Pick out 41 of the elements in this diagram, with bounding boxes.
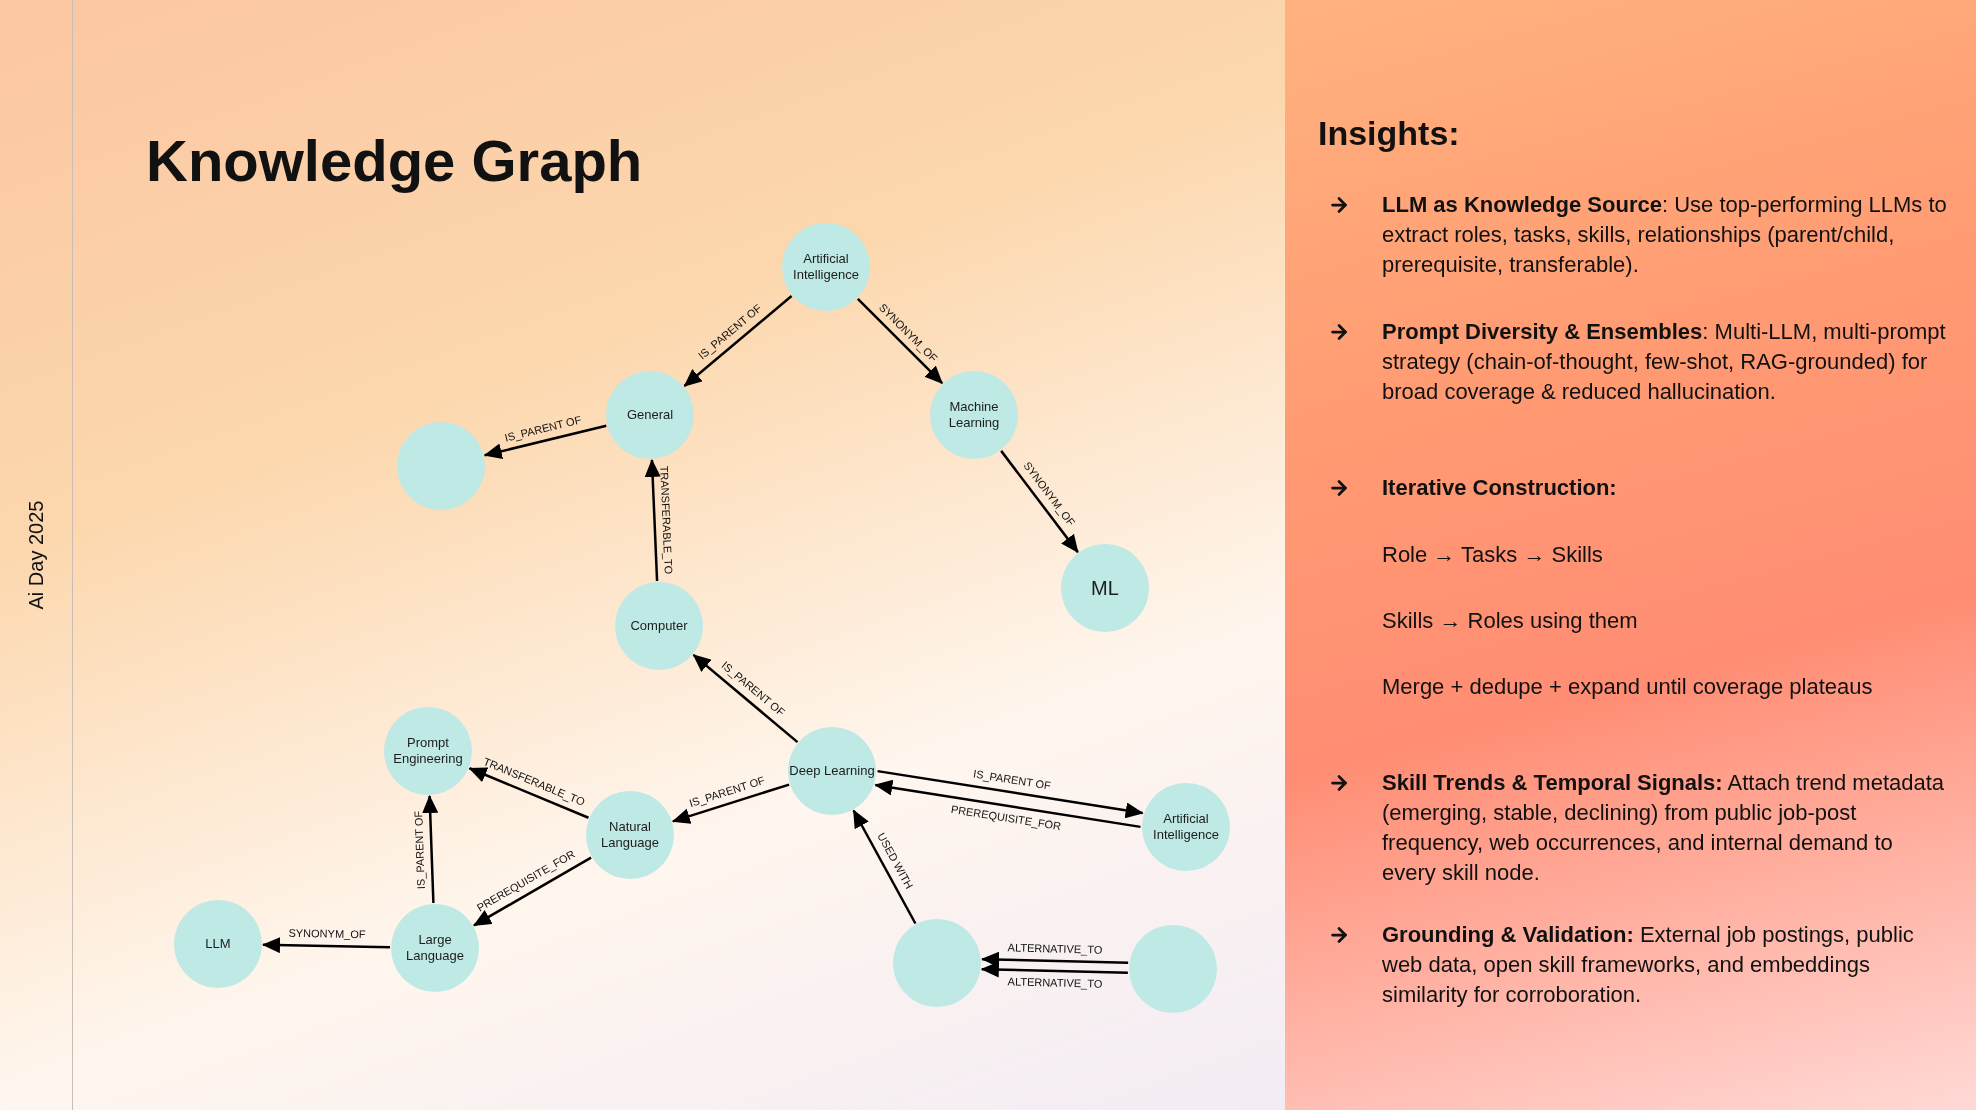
step-text: Role → Tasks → Skills [1382, 541, 1604, 569]
edge-label: ALTERNATIVE_TO [1007, 976, 1103, 990]
relation-arrow [683, 295, 793, 387]
insight-text: Iterative Construction: [1382, 474, 1618, 502]
concept-node: ML [1061, 544, 1149, 632]
relation-arrow [644, 458, 661, 582]
concept-node: Artificial Intelligence [782, 223, 870, 311]
concept-node: Prompt Engineering [384, 707, 472, 795]
concept-node: Computer [615, 582, 703, 670]
edge-label: ALTERNATIVE_TO [1007, 942, 1103, 956]
concept-node: Machine Learning [930, 371, 1018, 459]
insight-text: Skill Trends & Temporal Signals: Attach trend metadata (emerging, stable, declining) from public job-post frequency, web occurrences, and internal demand to every skill node. [1382, 769, 1946, 887]
insight-text: Prompt Diversity & Ensembles: Multi-LLM, multi-prompt strategy (chain-of-thought, few-shot, RAG-grounded) for broad coverage & reduced hallucination. [1382, 318, 1947, 406]
relation-arrow [262, 937, 391, 954]
event-label: Ai Day 2025 [24, 500, 48, 610]
concept-node: General [606, 371, 694, 459]
edge-label: TRANSFERABLE_TO [658, 465, 675, 575]
relation-arrow [671, 783, 790, 824]
relation-arrow [422, 794, 439, 904]
relation-arrow [877, 769, 1144, 819]
relation-arrow [874, 779, 1141, 829]
relation-arrow [468, 767, 589, 819]
step-text: Skills → Roles using them [1382, 607, 1639, 635]
edge-label: IS_PARENT OF [412, 810, 427, 890]
concept-node: Artificial Intelligence [1142, 783, 1230, 871]
insight-text: Grounding & Validation: External job postings, public web data, open skill frameworks, and embeddings similarity for corroboration. [1382, 921, 1915, 1009]
step-text: Merge + dedupe + expand until coverage plateaus [1382, 673, 1874, 701]
concept-node: Natural Language [586, 791, 674, 879]
relation-arrow [852, 809, 917, 925]
concept-node: Deep Learning [788, 727, 876, 815]
relation-arrow [692, 653, 799, 744]
edge-label: SYNONYM_OF [288, 927, 366, 941]
panel-heading: Insights: [1318, 113, 1460, 154]
relation-arrow [980, 961, 1128, 978]
insight-text: LLM as Knowledge Source: Use top-performing LLMs to extract roles, tasks, skills, relationships (parent/child, prerequisite, transferable). [1382, 191, 1948, 279]
relation-arrow [473, 856, 592, 927]
relation-arrow [1000, 450, 1079, 553]
relation-arrow [483, 424, 607, 460]
concept-node: LLM [174, 900, 262, 988]
edge-label: IS_PARENT OF [972, 768, 1052, 792]
relation-arrow [856, 297, 944, 385]
